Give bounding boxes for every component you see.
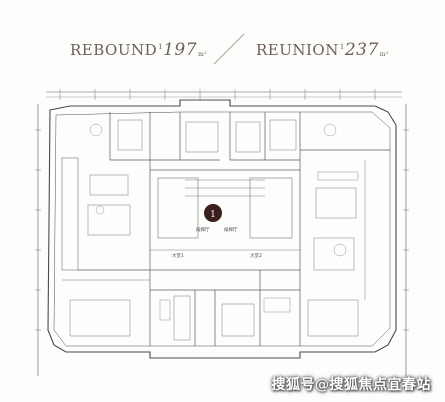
unit-area: 237 — [344, 40, 379, 60]
unit-sup: 1 — [158, 43, 164, 51]
unit-area: 197 — [163, 40, 198, 60]
room-labels: 候梯厅 候梯厅 大堂1 大堂2 — [172, 226, 262, 259]
header-divider — [213, 33, 245, 65]
room-label-hall-right: 候梯厅 — [224, 226, 238, 233]
unit-title-rebound: REBOUND1197m² — [70, 40, 207, 60]
furniture — [89, 123, 359, 321]
unit-marker — [204, 204, 222, 222]
unit-name: REBOUND — [70, 41, 158, 59]
watermark-account: 搜狐焦点宜春站 — [329, 377, 431, 393]
interior-walls — [61, 112, 390, 346]
unit-marker-label: 1 — [210, 210, 216, 220]
watermark-at: @ — [315, 377, 330, 393]
unit-sup: 1 — [339, 43, 345, 51]
unit-area-unit: m² — [379, 51, 389, 58]
exterior-walls — [47, 99, 397, 359]
room-label-lobby-2: 大堂2 — [250, 252, 262, 259]
room-label-lobby-1: 大堂1 — [172, 252, 184, 259]
dimension-lines — [35, 89, 409, 376]
unit-name: REUNION — [256, 41, 339, 59]
watermark: 搜狐号@搜狐焦点宜春站 — [272, 374, 432, 394]
watermark-prefix: 搜狐号 — [271, 377, 315, 393]
unit-area-unit: m² — [198, 51, 208, 58]
unit-title-reunion: REUNION1237m² — [256, 40, 389, 60]
room-label-hall-left: 候梯厅 — [196, 226, 210, 233]
